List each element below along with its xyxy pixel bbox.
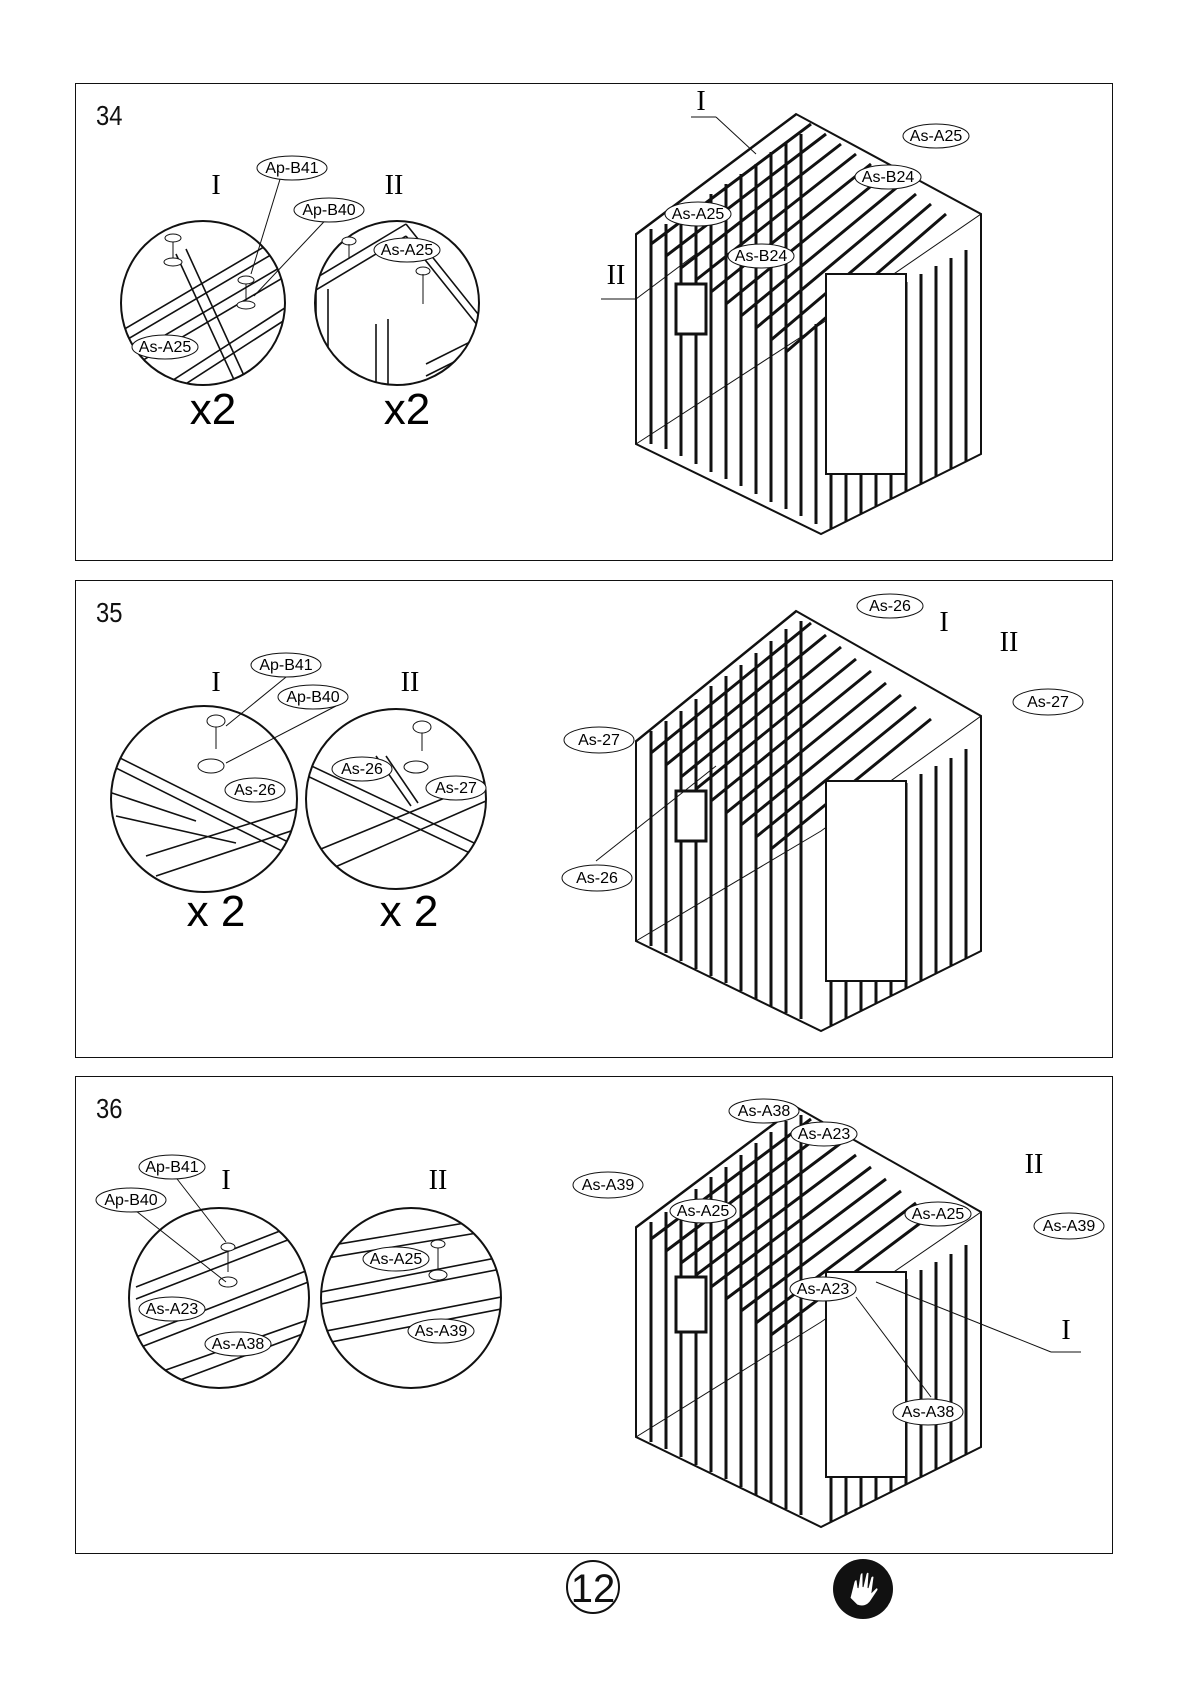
- svg-text:As-A39: As-A39: [582, 1177, 635, 1194]
- detail-circle-II: [321, 1208, 501, 1388]
- detail-II-roman: II: [429, 1165, 448, 1196]
- overview-roman-I: I: [939, 607, 948, 638]
- svg-text:Ap-B40: Ap-B40: [104, 1192, 157, 1209]
- label-as-27: As-27: [1013, 689, 1083, 715]
- label-as-a23: As-A23: [790, 1277, 856, 1301]
- svg-text:As-A25: As-A25: [672, 206, 725, 223]
- detail-II-multiplier: x2: [384, 385, 430, 434]
- label-as-27: As-27: [564, 727, 634, 753]
- svg-text:As-A39: As-A39: [1043, 1218, 1096, 1235]
- svg-text:As-A38: As-A38: [738, 1103, 791, 1120]
- label-as-a25: As-A25: [665, 202, 731, 226]
- svg-text:As-A25: As-A25: [677, 1203, 730, 1220]
- overview-roman-II: II: [607, 260, 626, 291]
- detail-I-multiplier: x 2: [187, 887, 246, 936]
- overview-roman-I: I: [1061, 1315, 1070, 1346]
- label-as-26: As-26: [857, 594, 923, 618]
- svg-text:As-A23: As-A23: [146, 1301, 199, 1318]
- svg-text:As-A25: As-A25: [370, 1251, 423, 1268]
- overview-roman-I: I: [696, 86, 705, 117]
- svg-text:As-B24: As-B24: [735, 248, 788, 265]
- step-36-panel: 36 I Ap-B41 Ap-B40: [75, 1076, 1113, 1554]
- step-34-illustration: I Ap-B41 Ap-B40 As-A25 x2: [76, 84, 1114, 562]
- step-35-illustration: I Ap-B41 Ap-B40 As-26 x 2 II: [76, 581, 1114, 1059]
- svg-text:As-A25: As-A25: [139, 339, 192, 356]
- svg-text:As-27: As-27: [1027, 694, 1069, 711]
- step-36-illustration: I Ap-B41 Ap-B40 As-A23 As-A38: [76, 1077, 1114, 1555]
- detail-I-multiplier: x2: [190, 385, 236, 434]
- svg-text:As-A38: As-A38: [212, 1336, 265, 1353]
- svg-text:Ap-B41: Ap-B41: [265, 160, 318, 177]
- label-as-a25: As-A25: [132, 335, 198, 359]
- svg-text:As-A39: As-A39: [415, 1323, 468, 1340]
- detail-II-roman: II: [401, 667, 420, 698]
- svg-text:As-B24: As-B24: [862, 169, 915, 186]
- label-as-a25: As-A25: [363, 1247, 429, 1271]
- page-number: 12: [566, 1560, 620, 1614]
- label-as-a38: As-A38: [205, 1332, 271, 1356]
- label-as-a39: As-A39: [1034, 1213, 1104, 1239]
- svg-text:As-A38: As-A38: [902, 1404, 955, 1421]
- svg-text:As-26: As-26: [869, 598, 911, 615]
- svg-text:Ap-B41: Ap-B41: [259, 657, 312, 674]
- detail-I-roman: I: [211, 667, 220, 698]
- overview-roman-II: II: [1025, 1149, 1044, 1180]
- label-as-a25: As-A25: [374, 238, 440, 262]
- svg-text:As-26: As-26: [576, 870, 618, 887]
- label-as-a23: As-A23: [139, 1297, 205, 1321]
- label-as-a23: As-A23: [791, 1122, 857, 1146]
- label-as-a38: As-A38: [729, 1099, 799, 1123]
- detail-I-roman: I: [221, 1165, 230, 1196]
- label-as-a39: As-A39: [408, 1319, 474, 1343]
- label-as-a25: As-A25: [670, 1199, 736, 1223]
- svg-text:As-A25: As-A25: [910, 128, 963, 145]
- svg-text:As-27: As-27: [435, 780, 477, 797]
- svg-text:As-26: As-26: [234, 782, 276, 799]
- svg-text:As-27: As-27: [578, 732, 620, 749]
- svg-text:As-A25: As-A25: [381, 242, 434, 259]
- step-35-panel: 35 I Ap-B41 Ap-B40: [75, 580, 1113, 1058]
- svg-text:As-A23: As-A23: [797, 1281, 850, 1298]
- svg-text:As-26: As-26: [341, 761, 383, 778]
- label-as-a39: As-A39: [573, 1172, 643, 1198]
- shed-overview: [636, 114, 981, 534]
- label-as-26: As-26: [225, 778, 285, 802]
- detail-II-multiplier: x 2: [380, 887, 439, 936]
- step-34-panel: 34 I Ap-B41: [75, 83, 1113, 561]
- label-as-27: As-27: [426, 776, 486, 800]
- shed-overview: [636, 611, 981, 1031]
- svg-text:As-A25: As-A25: [912, 1206, 965, 1223]
- label-as-a25: As-A25: [905, 1202, 971, 1226]
- svg-text:Ap-B40: Ap-B40: [302, 202, 355, 219]
- svg-text:As-A23: As-A23: [798, 1126, 851, 1143]
- detail-II-roman: II: [385, 170, 404, 201]
- protective-gloves-icon: [832, 1558, 894, 1620]
- shed-overview: [636, 1107, 981, 1527]
- overview-roman-II: II: [1000, 627, 1019, 658]
- svg-text:Ap-B40: Ap-B40: [286, 689, 339, 706]
- label-as-b24: As-B24: [855, 165, 921, 189]
- label-as-b24: As-B24: [728, 244, 794, 268]
- label-as-26: As-26: [332, 757, 392, 781]
- label-as-a25: As-A25: [903, 124, 969, 148]
- svg-text:Ap-B41: Ap-B41: [145, 1159, 198, 1176]
- detail-I-roman: I: [211, 170, 220, 201]
